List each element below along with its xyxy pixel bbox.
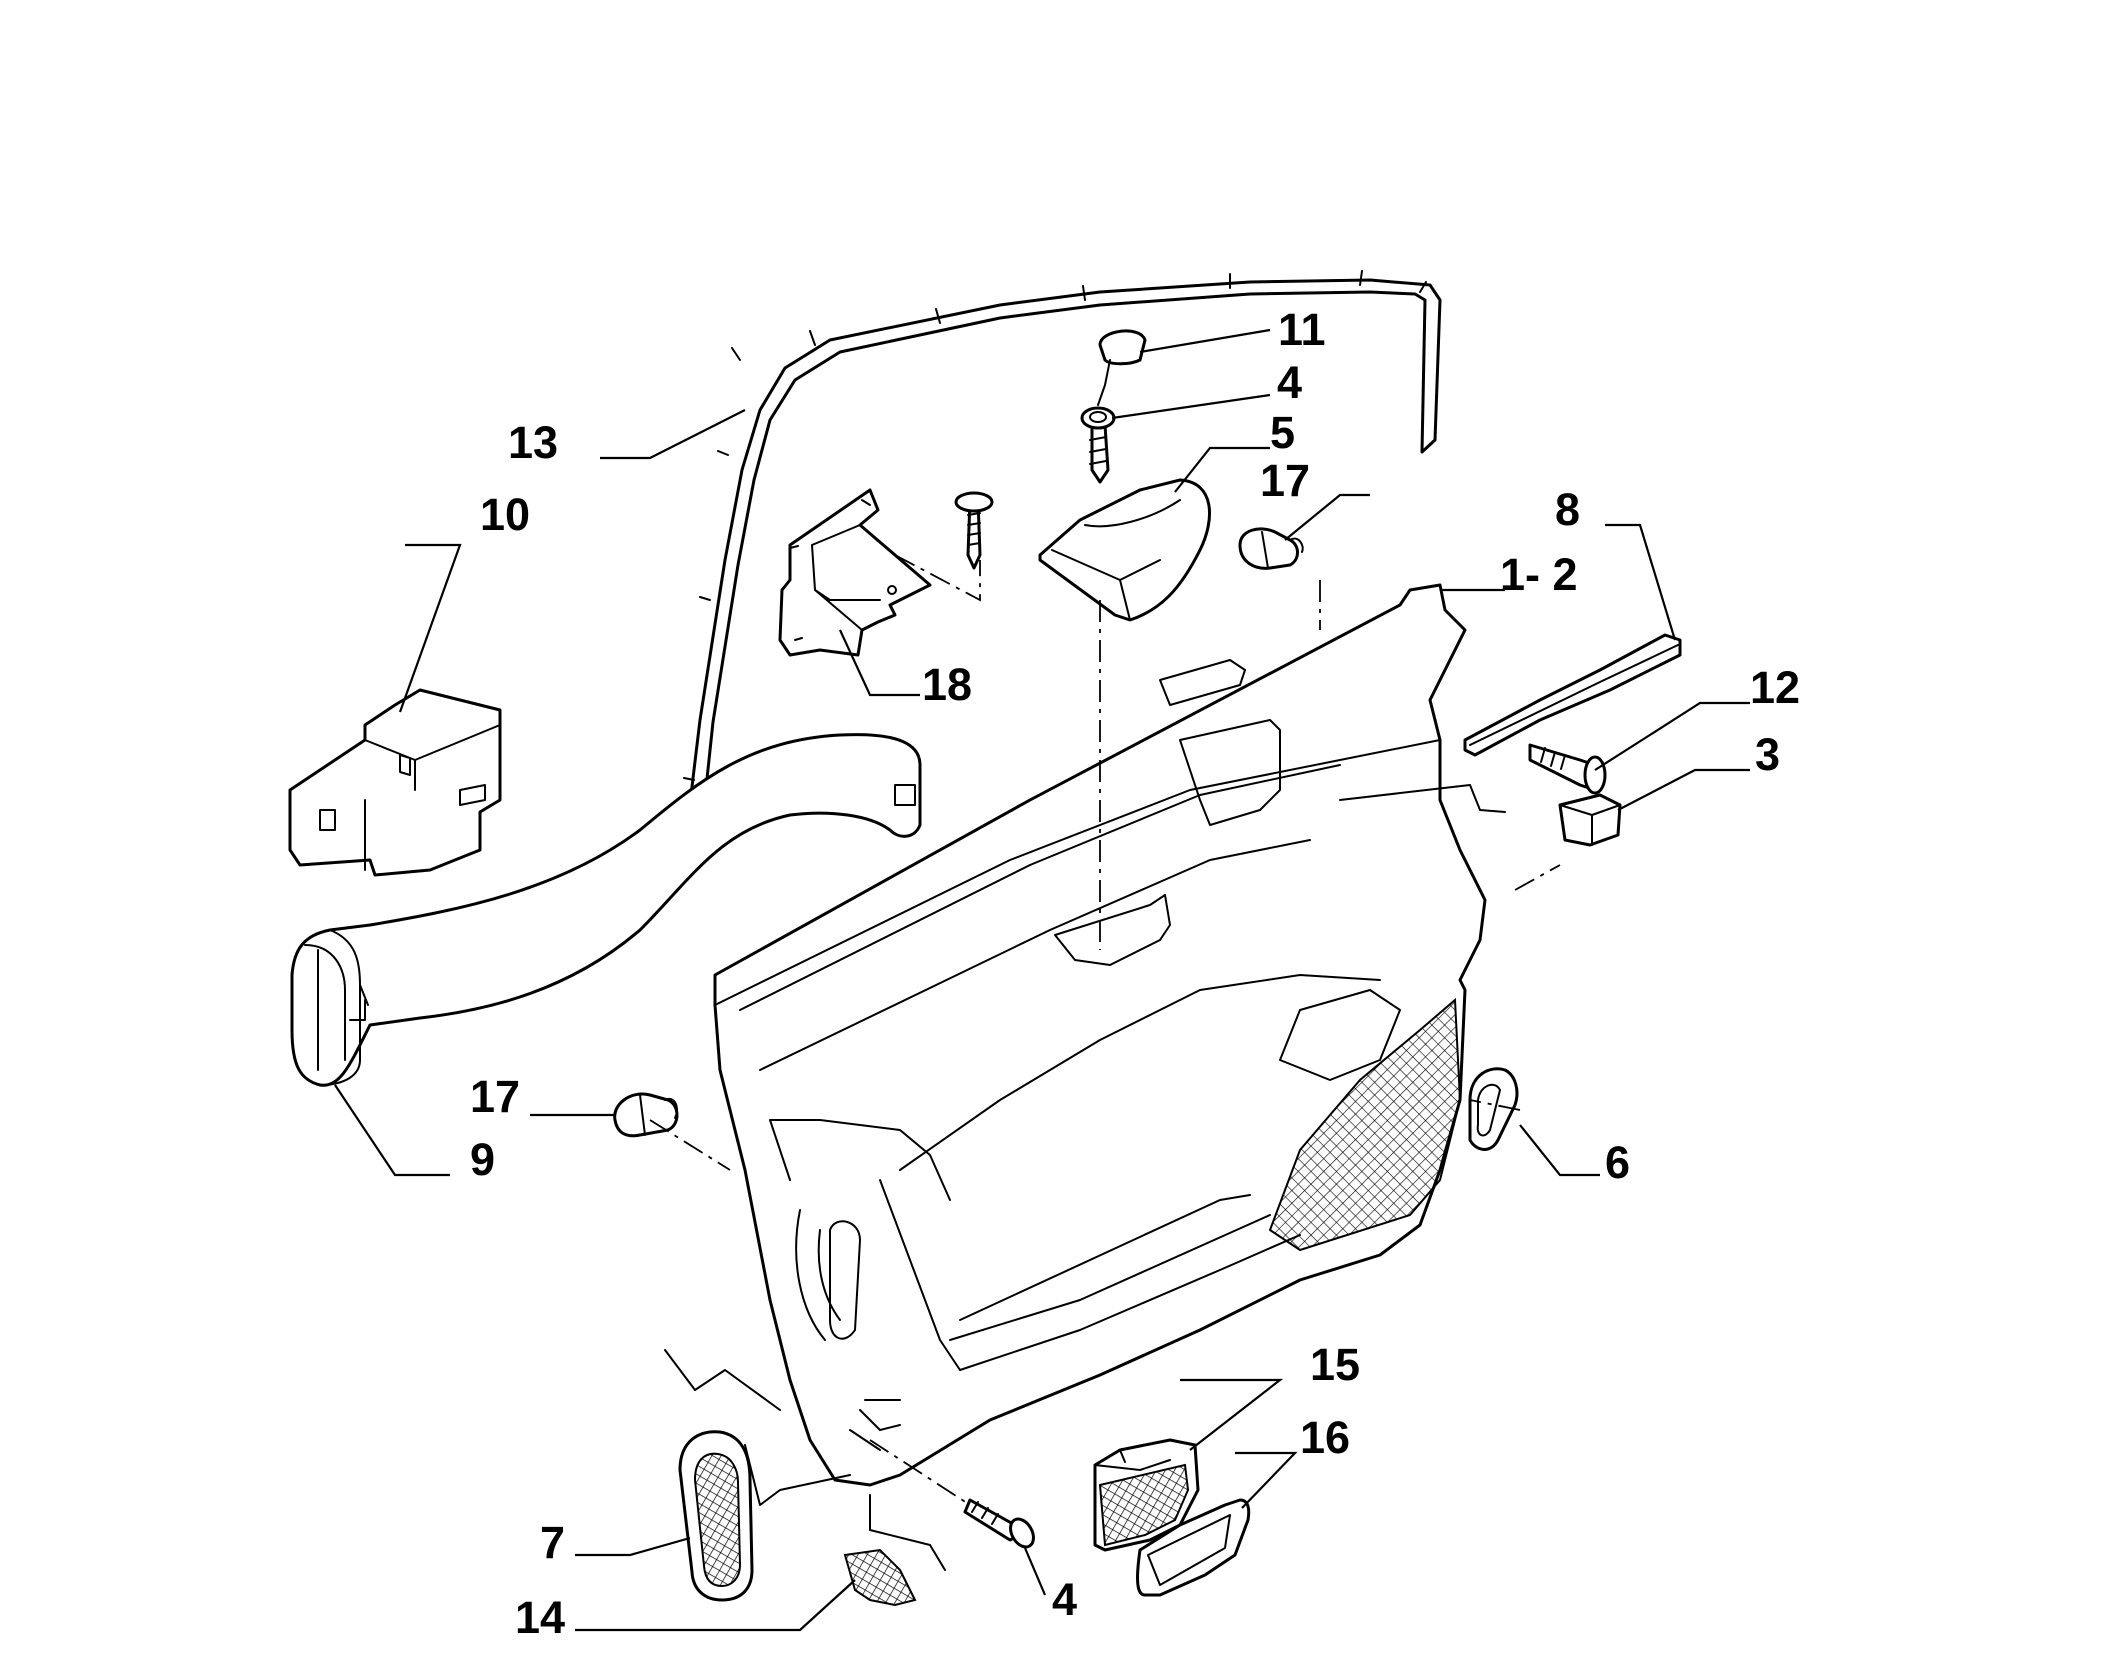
callout-11: 11: [1278, 304, 1326, 355]
window-frame-seal: [683, 270, 1442, 847]
callout-labels: 11 4 5 17 13 10 8 1- 2 12 3 18 17 9 6 15…: [470, 304, 1800, 1643]
callout-4-screw: 4: [1277, 357, 1302, 408]
door-handle-cup: [1038, 478, 1211, 622]
screw: [963, 1498, 1035, 1549]
screw: [1528, 743, 1607, 795]
cover-plate: [1136, 1498, 1251, 1597]
air-duct: [290, 733, 922, 1087]
callout-6: 6: [1605, 1137, 1630, 1188]
callout-12: 12: [1750, 662, 1800, 713]
leader-lines: [334, 328, 1750, 1632]
callout-17-clip: 17: [1260, 455, 1310, 506]
cap-plug: [1097, 329, 1147, 406]
callout-13: 13: [508, 417, 558, 468]
retaining-clip: [613, 1092, 679, 1138]
speaker-housing: [1093, 1438, 1200, 1552]
callout-10: 10: [480, 489, 530, 540]
callout-7: 7: [540, 1517, 565, 1568]
callout-18: 18: [922, 659, 972, 710]
door-trim-panel: [713, 583, 1487, 1487]
callout-4-screw-bottom: 4: [1052, 1574, 1077, 1625]
callout-8: 8: [1555, 484, 1580, 535]
speaker-grille-left: [678, 1430, 754, 1602]
callout-15: 15: [1310, 1339, 1360, 1390]
oval-cap: [1468, 1067, 1519, 1151]
trim-strip: [1463, 633, 1682, 757]
callout-17-clip-left: 17: [470, 1071, 520, 1122]
callout-5: 5: [1270, 407, 1295, 458]
alignment-lines: [649, 554, 1561, 1506]
mesh-insert: [843, 1548, 917, 1607]
control-module: [288, 688, 502, 877]
callout-1-2: 1- 2: [1500, 549, 1578, 600]
callout-9: 9: [470, 1134, 495, 1185]
screw: [1080, 406, 1116, 484]
mounting-bracket: [778, 488, 932, 657]
nut-clip: [1558, 793, 1622, 847]
break-lines: [664, 784, 1506, 1571]
callout-16: 16: [1300, 1412, 1350, 1463]
screw: [954, 491, 994, 570]
retaining-clip: [1238, 527, 1304, 570]
callout-14: 14: [515, 1592, 565, 1643]
callout-3: 3: [1755, 729, 1780, 780]
